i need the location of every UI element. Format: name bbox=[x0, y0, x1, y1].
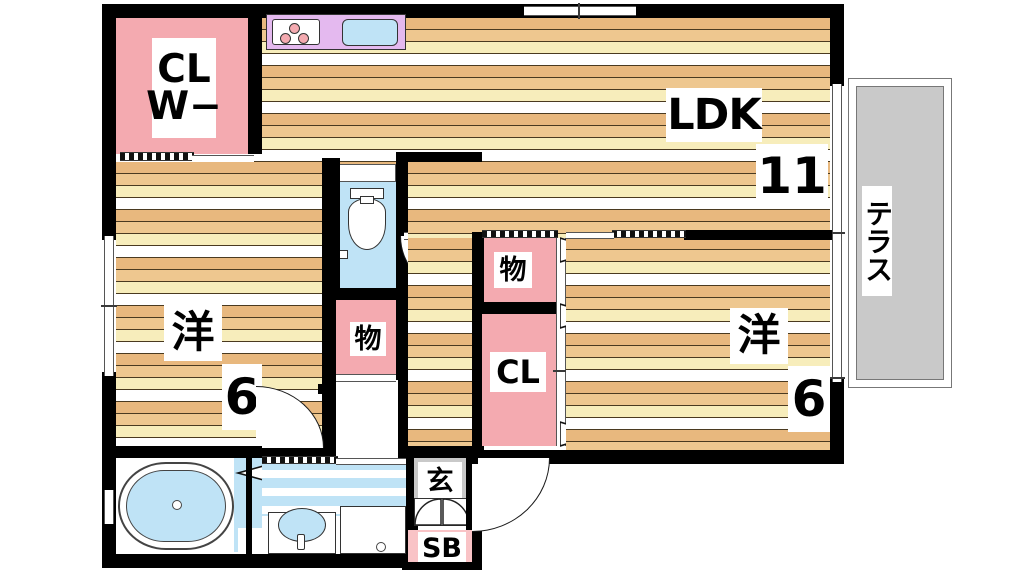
terrace-label: テラス bbox=[861, 186, 894, 296]
wall-shoebox-right bbox=[472, 526, 482, 568]
wall-closet-right bbox=[248, 4, 262, 154]
stove-burner-left bbox=[280, 33, 291, 44]
wall-storage-hall-bottom bbox=[472, 302, 568, 314]
shoebox-label: SB bbox=[418, 532, 466, 564]
kitchen-sink bbox=[342, 19, 398, 46]
wall-bottom bbox=[102, 554, 458, 568]
wall-ldk-hall-divider bbox=[396, 152, 482, 162]
wall-toilet-left bbox=[330, 158, 340, 294]
hall-upper-floor bbox=[408, 162, 482, 238]
hallway-floor bbox=[408, 238, 482, 450]
wall-bedroomleft-bottom bbox=[102, 446, 336, 458]
bedroom-right-size: 6 bbox=[788, 366, 830, 432]
ldk-size-label: 11 bbox=[756, 144, 828, 208]
wall-left-mid bbox=[102, 152, 116, 240]
wash-basin-faucet bbox=[297, 534, 305, 550]
slider-mullion-1 bbox=[829, 232, 845, 234]
bathtub-drain bbox=[172, 500, 182, 510]
washing-machine-space bbox=[340, 506, 406, 554]
storage-toilet-door[interactable] bbox=[336, 374, 396, 382]
entrance-door-jamb bbox=[468, 454, 478, 464]
storage-toilet-label: 物 bbox=[350, 322, 386, 356]
bedroom-left-window-mullion bbox=[101, 305, 117, 307]
entrance-cabinet-arcs bbox=[414, 498, 470, 526]
wall-entrance-right bbox=[466, 458, 476, 530]
bath-window[interactable] bbox=[104, 490, 114, 524]
wall-toilet-bottom bbox=[330, 288, 408, 300]
vanity-top-rail-2[interactable] bbox=[336, 458, 410, 465]
wall-left-mid2 bbox=[102, 372, 116, 460]
bedroom-right-door[interactable] bbox=[612, 230, 686, 238]
toilet-bowl bbox=[348, 198, 386, 250]
storage-hall-label: 物 bbox=[494, 252, 532, 288]
entrance-door-arc[interactable] bbox=[472, 458, 550, 532]
vanity-top-rail[interactable] bbox=[262, 456, 338, 464]
closet-hall-label: CL bbox=[490, 352, 546, 392]
wall-left-upper bbox=[102, 4, 116, 162]
bedroom-left-size: 6 bbox=[222, 364, 262, 430]
closet-w-text: W− bbox=[146, 84, 222, 129]
wall-entrance-bottom bbox=[402, 562, 482, 570]
bedroom-left-label: 洋 bbox=[164, 305, 222, 361]
wall-hall-left-lower bbox=[398, 294, 408, 454]
wall-bedroomright-top bbox=[684, 230, 832, 240]
entrance-label: 玄 bbox=[418, 462, 462, 500]
toilet-seat-notch bbox=[360, 196, 374, 204]
bedroom-left-door-jamb bbox=[318, 384, 326, 394]
ldk-window-mullion bbox=[578, 3, 580, 19]
closet-slider-mullion bbox=[553, 370, 569, 372]
wall-right-upper bbox=[830, 4, 844, 86]
closet-cl-text: CL bbox=[157, 46, 211, 92]
washing-machine-drain bbox=[376, 542, 386, 552]
bedroom-right-label: 洋 bbox=[730, 308, 788, 364]
ldk-label: LDK bbox=[666, 88, 762, 142]
closet-washer-label: CL W− bbox=[146, 38, 222, 138]
wall-washroom-right bbox=[250, 446, 262, 458]
stove-burner-right bbox=[298, 33, 309, 44]
ldk-window-top[interactable] bbox=[524, 6, 636, 16]
closet-washer-door[interactable] bbox=[120, 152, 194, 161]
slider-mullion-2 bbox=[829, 377, 845, 379]
wall-bath-right bbox=[246, 458, 252, 554]
toilet-top-shelf bbox=[336, 164, 396, 182]
stove-burner-top bbox=[289, 23, 300, 34]
wall-storage-hall-left bbox=[472, 232, 484, 462]
wall-toilet-right bbox=[396, 158, 408, 294]
storage-hall-top-door[interactable] bbox=[482, 230, 558, 238]
closet-hall-slider-rail[interactable] bbox=[556, 238, 566, 446]
wall-right-lower bbox=[830, 378, 844, 464]
wall-hall-bottom bbox=[398, 446, 478, 458]
bedroom-right-door-panel[interactable] bbox=[566, 232, 614, 239]
wall-top bbox=[102, 4, 844, 18]
